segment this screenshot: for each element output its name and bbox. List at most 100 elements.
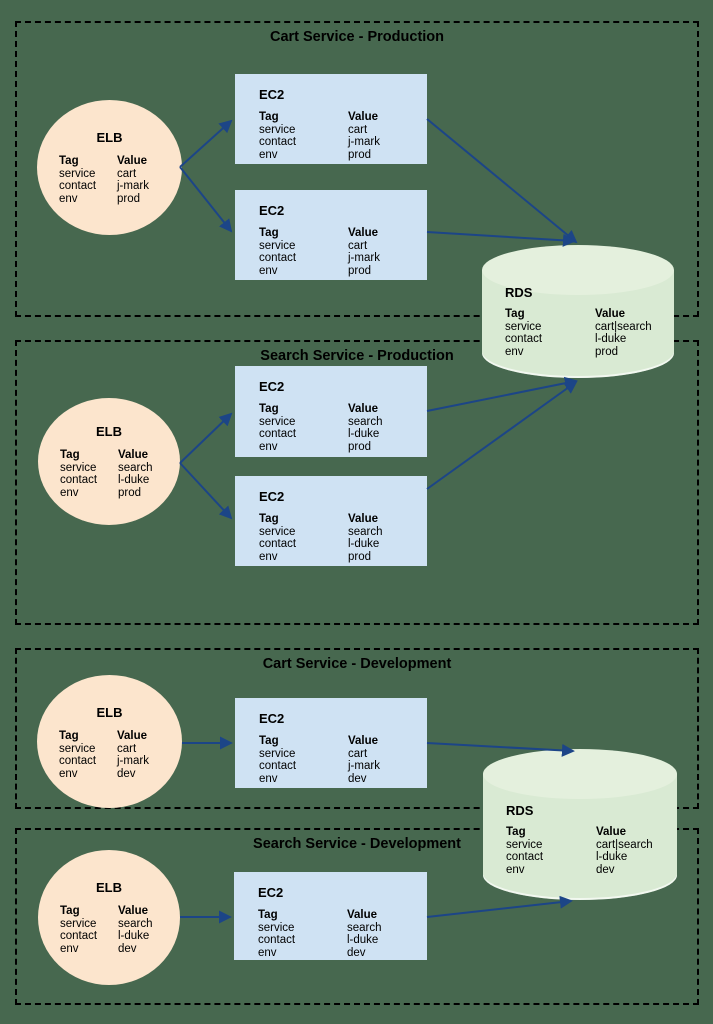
ec2-node-cart-production-1: EC2 Tag service contact env Value cart j…	[235, 74, 427, 164]
tag-table: Tag service contact env Value search l-d…	[258, 909, 427, 959]
rds-node-development: RDS Tag service contact env Value cart|s…	[483, 749, 677, 900]
tag-key: contact	[258, 934, 296, 947]
tag-key: contact	[259, 538, 297, 551]
tag-key: service	[259, 747, 296, 760]
tag-value: cart	[348, 239, 368, 252]
tag-key: contact	[259, 252, 297, 265]
value-header: Value	[348, 513, 379, 525]
tag-key: env	[60, 486, 79, 499]
tag-header: Tag	[259, 227, 279, 239]
node-title: EC2	[259, 711, 285, 726]
tag-table: Tag service contact env Value search l-d…	[259, 403, 427, 453]
tag-key: service	[259, 239, 296, 252]
tag-key: env	[258, 946, 277, 959]
tag-key: env	[259, 440, 278, 453]
tag-key: env	[60, 942, 79, 955]
tag-value: j-mark	[117, 755, 149, 768]
node-title: ELB	[96, 424, 122, 439]
tag-table: Tag service contact env Value cart|searc…	[505, 308, 674, 358]
tag-value: prod	[348, 264, 372, 277]
tag-key: service	[259, 415, 296, 428]
tag-header: Tag	[259, 111, 279, 123]
tag-value: cart|search	[596, 838, 653, 851]
tag-key: contact	[60, 930, 98, 943]
tag-key: env	[259, 550, 278, 563]
tag-header: Tag	[60, 449, 80, 461]
ec2-node-search-development: EC2 Tag service contact env Value search…	[234, 872, 427, 960]
value-header: Value	[348, 403, 379, 415]
tag-value: prod	[595, 345, 619, 358]
tag-key: env	[259, 772, 278, 785]
tag-table: Tag service contact env Value search l-d…	[60, 905, 180, 955]
ec2-node-search-production-1: EC2 Tag service contact env Value search…	[235, 366, 427, 457]
tag-header: Tag	[59, 155, 79, 167]
section-title: Search Service - Development	[253, 836, 461, 852]
tag-key: env	[506, 863, 525, 876]
node-title: EC2	[258, 885, 284, 900]
tag-value: cart|search	[595, 320, 652, 333]
section-title: Search Service - Production	[260, 348, 454, 364]
tag-key: service	[59, 167, 96, 180]
value-header: Value	[348, 735, 379, 747]
tag-value: j-mark	[348, 136, 380, 149]
value-header: Value	[347, 909, 378, 921]
tag-header: Tag	[505, 308, 525, 320]
tag-header: Tag	[60, 905, 80, 917]
tag-key: env	[259, 264, 278, 277]
tag-value: l-duke	[595, 333, 627, 346]
tag-key: service	[258, 921, 295, 934]
tag-key: service	[505, 320, 542, 333]
tag-key: contact	[505, 333, 543, 346]
tag-value: prod	[348, 440, 372, 453]
value-header: Value	[595, 308, 626, 320]
tag-value: l-duke	[118, 930, 150, 943]
elb-node-cart-production: ELB Tag service contact env Value cart j…	[37, 100, 182, 235]
tag-value: dev	[347, 946, 366, 959]
tag-key: contact	[259, 428, 297, 441]
tag-key: env	[259, 148, 278, 161]
tag-value: prod	[348, 148, 372, 161]
tag-value: l-duke	[348, 428, 380, 441]
tag-value: cart	[348, 747, 368, 760]
tag-value: l-duke	[118, 474, 150, 487]
tag-key: env	[505, 345, 524, 358]
tag-header: Tag	[258, 909, 278, 921]
tag-key: contact	[259, 760, 297, 773]
section-search-service-development: Search Service - Development	[15, 828, 699, 1005]
value-header: Value	[117, 155, 148, 167]
value-header: Value	[117, 730, 148, 742]
tag-value: dev	[596, 863, 615, 876]
elb-node-search-development: ELB Tag service contact env Value search…	[38, 850, 180, 985]
tag-value: prod	[117, 192, 141, 205]
tag-value: prod	[348, 550, 372, 563]
cylinder-top	[483, 749, 677, 799]
tag-table: Tag service contact env Value cart j-mar…	[259, 111, 427, 161]
tag-key: service	[60, 461, 97, 474]
value-header: Value	[348, 111, 379, 123]
node-title: EC2	[259, 489, 285, 504]
node-title: EC2	[259, 87, 285, 102]
ec2-node-cart-development: EC2 Tag service contact env Value cart j…	[235, 698, 427, 788]
tag-key: contact	[259, 136, 297, 149]
elb-node-cart-development: ELB Tag service contact env Value cart j…	[37, 675, 182, 808]
tag-value: j-mark	[348, 252, 380, 265]
section-cart-service-development: Cart Service - Development	[15, 648, 699, 809]
value-header: Value	[348, 227, 379, 239]
tag-value: l-duke	[596, 851, 628, 864]
tag-key: contact	[506, 851, 544, 864]
node-title: EC2	[259, 379, 285, 394]
tag-key: env	[59, 192, 78, 205]
tag-key: service	[59, 742, 96, 755]
tag-key: contact	[60, 474, 98, 487]
ec2-node-cart-production-2: EC2 Tag service contact env Value cart j…	[235, 190, 427, 280]
value-header: Value	[118, 449, 149, 461]
tag-header: Tag	[259, 735, 279, 747]
tag-value: search	[118, 461, 153, 474]
value-header: Value	[596, 826, 627, 838]
node-title: ELB	[96, 130, 123, 145]
tag-value: search	[348, 415, 383, 428]
tag-table: Tag service contact env Value search l-d…	[259, 513, 427, 563]
tag-table: Tag service contact env Value cart j-mar…	[259, 735, 427, 785]
tag-key: contact	[59, 755, 97, 768]
